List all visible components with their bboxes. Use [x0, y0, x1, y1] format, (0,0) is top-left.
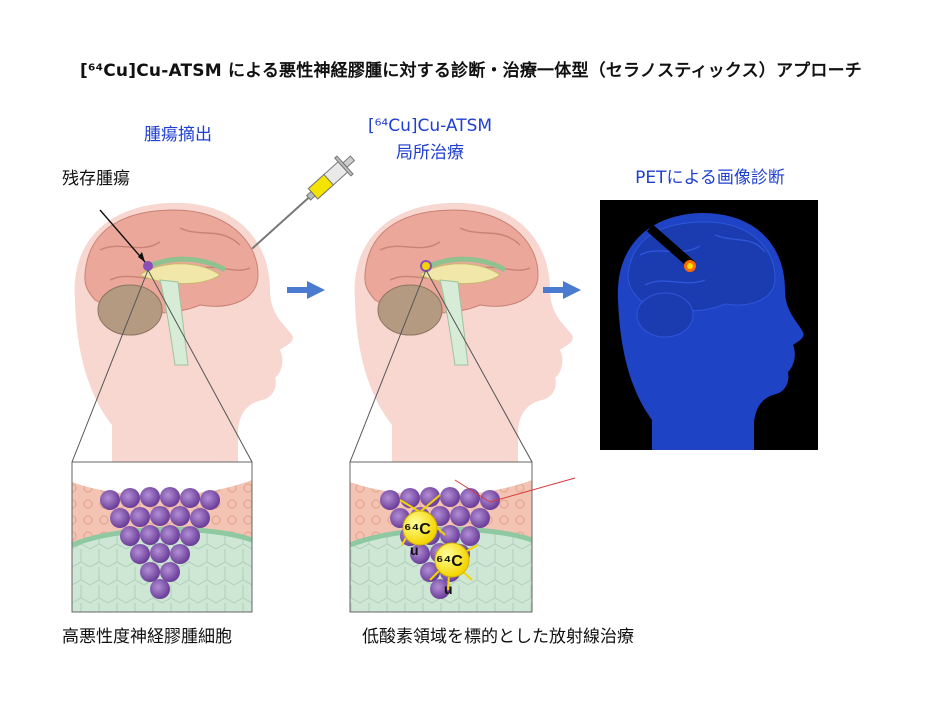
tumor-zoom-1 [71, 461, 253, 613]
cu64-ball-1 [402, 510, 438, 546]
page-title: [⁶⁴Cu]Cu-ATSM による悪性神経膠腫に対する診断・治療一体型（セラノス… [80, 61, 862, 81]
cu64-label-1: ⁶⁴C [404, 521, 431, 538]
step2-label-line2: 局所治療 [396, 143, 464, 163]
syringe-icon [251, 155, 356, 250]
tumor-zoom-2: ⁶⁴C ⁶⁴C u u [349, 461, 576, 613]
residual-tumor-label: 残存腫瘍 [62, 169, 130, 189]
cu64-suffix-2: u [444, 581, 453, 597]
hypoxia-pointer-line [454, 479, 491, 503]
step1-caption: 高悪性度神経膠腫細胞 [62, 627, 232, 647]
step3-label: PETによる画像診断 [635, 168, 785, 188]
head-1 [71, 202, 293, 463]
step2-label-line1: [⁶⁴Cu]Cu-ATSM [367, 116, 493, 136]
cu64-label-2: ⁶⁴C [436, 553, 463, 570]
arrow-right-icon [287, 281, 325, 299]
cu64-suffix-1: u [410, 542, 419, 558]
pet-image [600, 200, 818, 450]
residual-pointer-line [99, 209, 146, 263]
head-2 [349, 202, 573, 463]
step1-label: 腫瘍摘出 [144, 125, 212, 145]
step2-caption: 低酸素領域を標的とした放射線治療 [362, 627, 634, 647]
arrow-right-icon [543, 281, 581, 299]
cu64-ball-2 [434, 542, 470, 578]
